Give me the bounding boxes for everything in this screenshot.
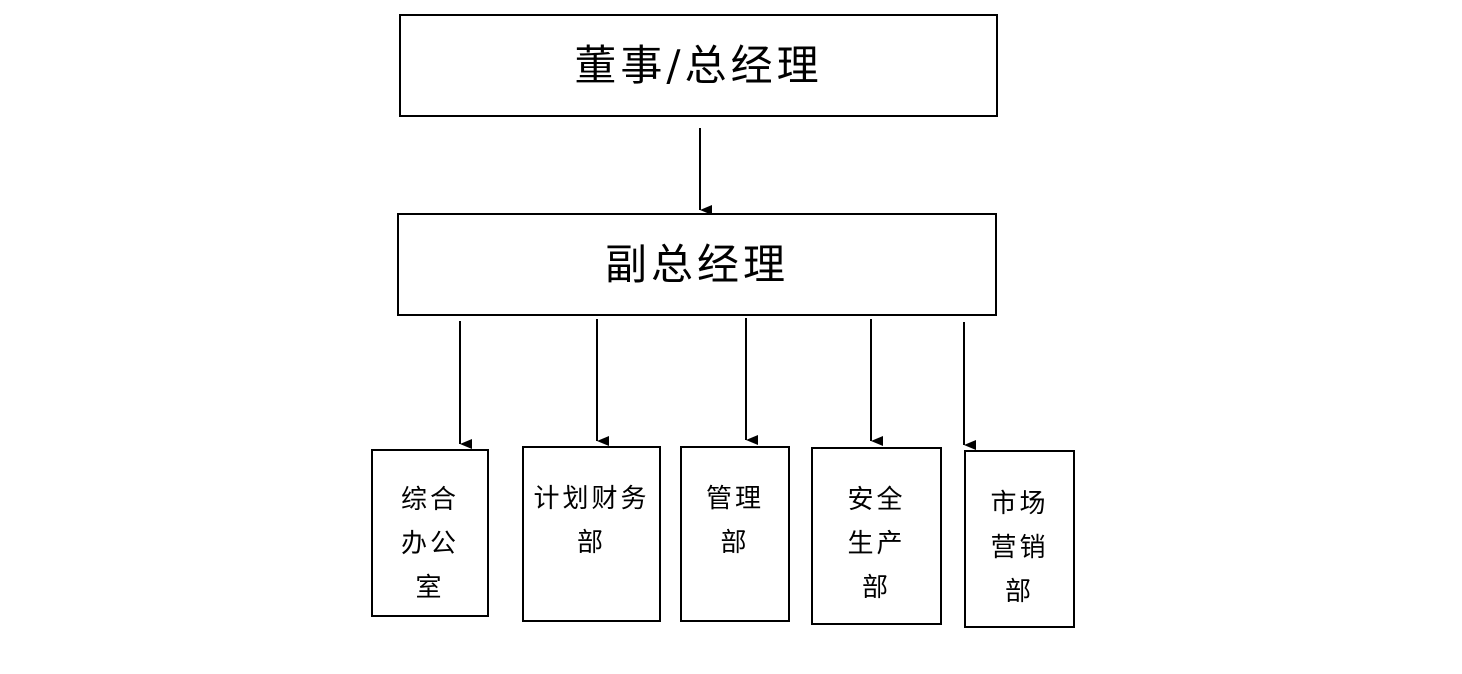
top-node: 董事/总经理 <box>399 14 998 117</box>
dept-node-1-label: 综合 办公 室 <box>373 478 487 610</box>
dept-node-3-label: 管理 部 <box>682 477 788 565</box>
dept-node-3: 管理 部 <box>680 446 790 622</box>
dept-node-2: 计划财务 部 <box>522 446 661 622</box>
dept-node-3-line-2: 部 <box>720 528 750 558</box>
dept-node-5-line-2: 营销 <box>990 533 1049 563</box>
dept-node-2-line-1: 计划财务 <box>533 484 650 514</box>
dept-node-4-line-3: 部 <box>861 573 891 603</box>
dept-node-5-line-3: 部 <box>1004 577 1034 607</box>
dept-node-1-line-2: 办公 <box>400 529 459 559</box>
dept-node-1-line-1: 综合 <box>400 485 459 515</box>
dept-node-4: 安全 生产 部 <box>811 447 942 625</box>
dept-node-4-line-2: 生产 <box>847 529 906 559</box>
dept-node-5-label: 市场 营销 部 <box>966 482 1073 614</box>
dept-node-4-line-1: 安全 <box>847 485 906 515</box>
dept-node-3-line-1: 管理 <box>705 484 764 514</box>
top-node-label: 董事/总经理 <box>574 40 823 90</box>
dept-node-2-label: 计划财务 部 <box>524 477 659 565</box>
dept-node-2-line-2: 部 <box>576 528 606 558</box>
dept-node-5-line-1: 市场 <box>990 489 1049 519</box>
middle-node-label: 副总经理 <box>604 239 789 289</box>
dept-node-1-line-3: 室 <box>415 573 445 603</box>
dept-node-5: 市场 营销 部 <box>964 450 1075 628</box>
dept-node-1: 综合 办公 室 <box>371 449 489 617</box>
middle-node: 副总经理 <box>397 213 997 316</box>
dept-node-4-label: 安全 生产 部 <box>813 478 940 610</box>
